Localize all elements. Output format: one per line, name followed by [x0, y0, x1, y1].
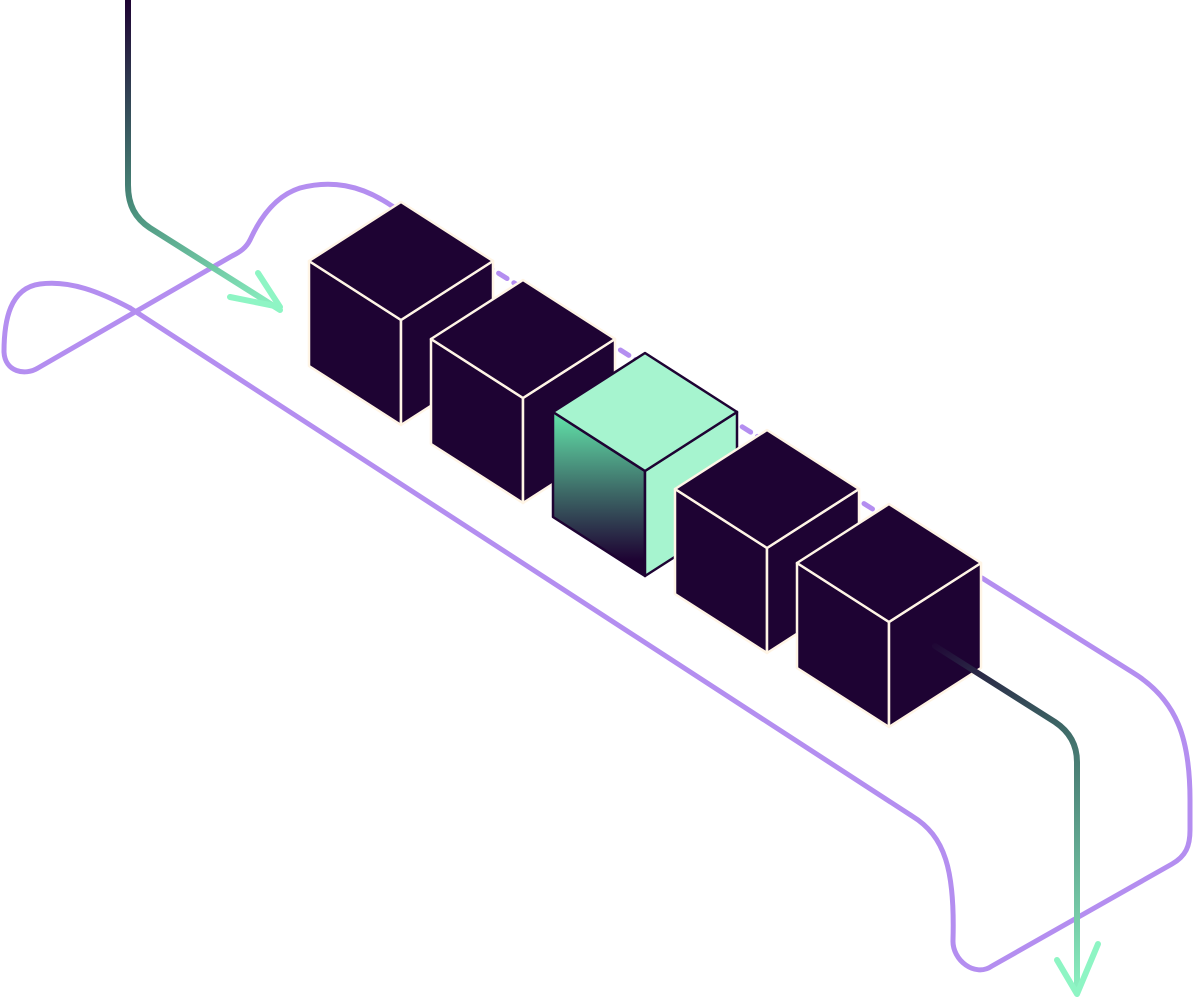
block-4-top-face — [673, 428, 861, 550]
outgoing-arrowhead-icon — [1054, 941, 1101, 997]
loop-lower-track — [127, 305, 1193, 973]
block-3-top-face — [551, 351, 739, 473]
blocks-group — [307, 200, 983, 729]
block-2-top-face — [429, 278, 617, 400]
incoming-arrowhead-icon — [227, 270, 283, 310]
incoming-flow-line — [125, 0, 283, 313]
block-5-top-face — [795, 502, 983, 624]
incoming-flow — [125, 0, 283, 313]
outgoing-flow-line — [932, 643, 1080, 995]
block-1-top-face — [307, 200, 495, 322]
outgoing-flow — [932, 643, 1101, 997]
loop-track — [1, 181, 1193, 973]
